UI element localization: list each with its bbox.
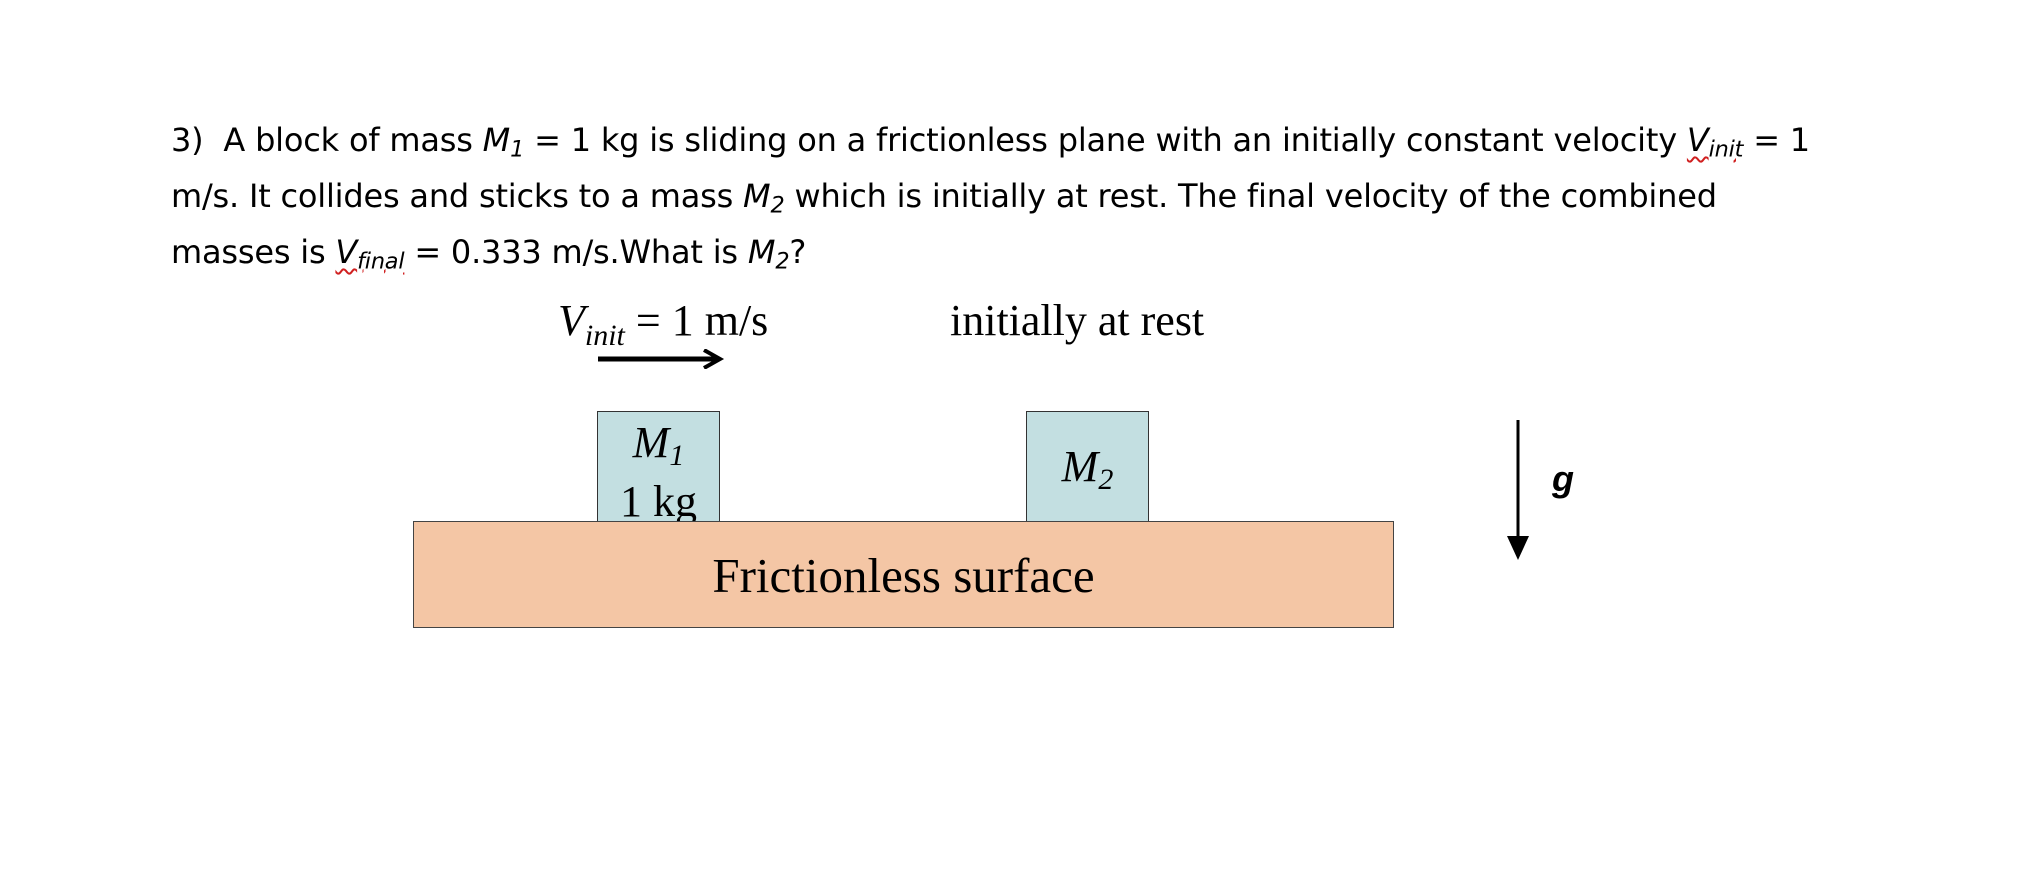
- block-m2-label: M2: [1061, 442, 1114, 497]
- question-m2-symbol: M2: [747, 233, 790, 275]
- problem-line-1: 3) A block of mass M1 = 1 kg is sliding …: [171, 121, 1810, 163]
- gravity-label: g: [1552, 458, 1574, 499]
- problem-number: 3): [171, 121, 204, 159]
- vfinal-symbol: Vfinal: [335, 233, 405, 275]
- problem-text: 3) A block of mass M1 = 1 kg is sliding …: [171, 112, 1921, 280]
- block-m1-label: M1: [632, 418, 685, 473]
- vinit-symbol: Vinit: [1686, 121, 1744, 163]
- problem-line-2: m/s. It collides and sticks to a mass M2…: [171, 177, 1717, 219]
- problem-line-3: masses is Vfinal = 0.333 m/s.What is M2?: [171, 233, 807, 275]
- m1-symbol: M1: [482, 121, 525, 163]
- block-m2: M2: [1026, 411, 1149, 523]
- frictionless-surface: Frictionless surface: [413, 521, 1394, 628]
- block-m1-mass: 1 kg: [620, 477, 697, 526]
- initially-at-rest-label: initially at rest: [950, 296, 1205, 345]
- gravity-arrow-icon: [1507, 420, 1529, 560]
- block-m1: M1 1 kg: [597, 411, 720, 526]
- velocity-label: Vinit = 1 m/s: [558, 296, 769, 352]
- m2-symbol: M2: [743, 177, 785, 219]
- velocity-arrow-icon: [598, 349, 725, 369]
